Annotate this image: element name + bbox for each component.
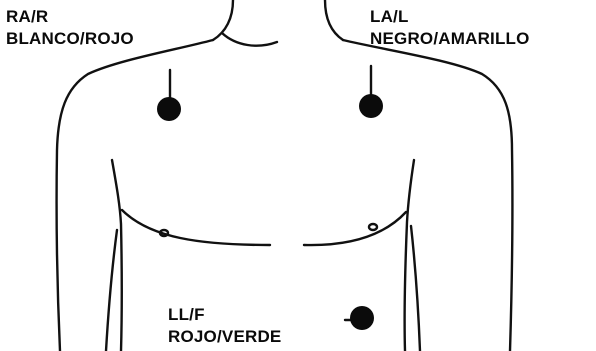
electrode-code: LL/F <box>168 304 281 326</box>
electrode-label-ll: LL/F ROJO/VERDE <box>168 304 281 348</box>
electrode-ll <box>350 306 374 330</box>
electrode-ra <box>157 97 181 121</box>
electrode-colors: NEGRO/AMARILLO <box>370 28 530 50</box>
right-nipple <box>369 224 377 230</box>
right-shoulder-outline <box>343 40 512 351</box>
left-arm-inner <box>106 230 117 351</box>
electrode-label-la: LA/L NEGRO/AMARILLO <box>370 6 530 50</box>
right-torso-side <box>405 160 414 351</box>
neck-line <box>222 33 277 46</box>
right-pectoral-line <box>304 212 406 245</box>
electrode-code: RA/R <box>6 6 134 28</box>
electrode-la <box>359 94 383 118</box>
electrode-colors: ROJO/VERDE <box>168 326 281 348</box>
left-pectoral-line <box>122 210 270 245</box>
electrode-code: LA/L <box>370 6 530 28</box>
electrode-colors: BLANCO/ROJO <box>6 28 134 50</box>
right-arm-inner <box>411 226 420 351</box>
electrode-label-ra: RA/R BLANCO/ROJO <box>6 6 134 50</box>
neck-outline <box>325 0 343 40</box>
